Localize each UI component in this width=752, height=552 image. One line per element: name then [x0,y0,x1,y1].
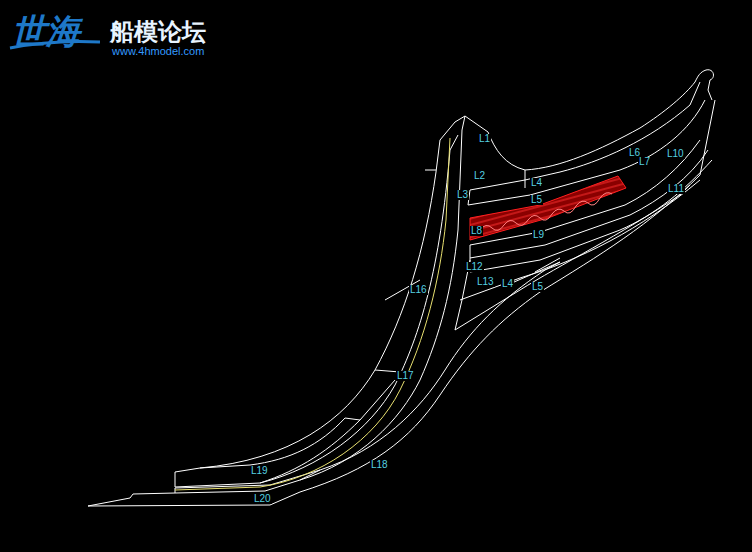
watermark-url: www.4hmodel.com [112,46,204,57]
logo-mark: 世海 [12,14,80,48]
watermark-title: 船模论坛 [110,20,206,44]
part-label: L5 [530,195,543,205]
part-label: L8 [470,226,483,236]
part-label: L5 [531,282,544,292]
part-label: L1 [478,134,491,144]
part-label: L2 [473,171,486,181]
part-label: L4 [530,178,543,188]
part-label: L17 [396,371,415,381]
part-label: L9 [532,230,545,240]
part-label: L13 [476,277,495,287]
part-label: L20 [253,494,272,504]
part-label: L10 [666,149,685,159]
part-label: L12 [465,262,484,272]
part-label: L18 [370,460,389,470]
part-label: L16 [409,285,428,295]
part-label: L7 [638,157,651,167]
part-label: L11 [667,184,685,194]
part-label: L19 [250,466,269,476]
part-label: L4 [501,279,514,289]
part-label: L3 [456,190,469,200]
